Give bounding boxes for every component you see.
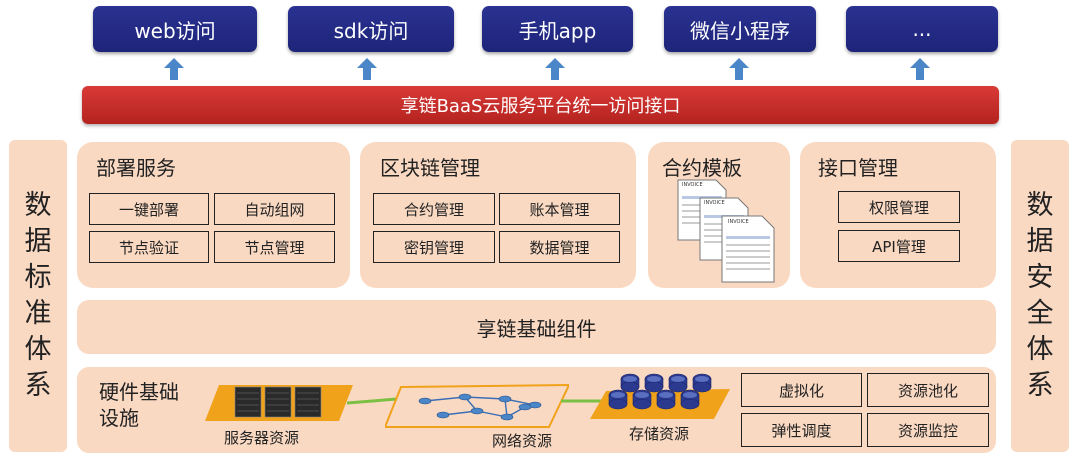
data-standard-system: 数 据 标 准 体 系 (9, 140, 67, 452)
storage-resource-label: 存储资源 (629, 425, 690, 443)
pillar-char: 安 (1026, 262, 1054, 293)
func-one-click-deploy: 一键部署 (89, 193, 209, 225)
pillar-char: 体 (24, 334, 52, 365)
access-mobile-app: 手机app (482, 6, 633, 52)
server-rack-icon (205, 385, 353, 421)
func-node-manage: 节点管理 (214, 231, 335, 263)
pillar-char: 系 (24, 370, 52, 401)
func-auto-network: 自动组网 (214, 193, 335, 225)
func-resource-pooling: 资源池化 (867, 373, 989, 407)
hardware-title-line1: 硬件基础 (99, 380, 179, 404)
network-topology-icon (385, 383, 569, 428)
func-node-verify: 节点验证 (89, 231, 209, 263)
contract-template-panel: 合约模板 INVOICE INVOICE INVO (648, 142, 790, 288)
up-arrow-icon (729, 58, 749, 80)
pillar-char: 标 (24, 262, 52, 293)
func-api-manage: API管理 (838, 230, 960, 262)
panel-title: 接口管理 (818, 156, 898, 180)
network-resource-label: 网络资源 (492, 432, 553, 450)
unified-access-gateway: 享链BaaS云服务平台统一访问接口 (82, 86, 999, 124)
access-more: ... (846, 6, 998, 52)
hardware-title-line2: 设施 (99, 406, 139, 430)
deploy-service-panel: 部署服务 一键部署 自动组网 节点验证 节点管理 (77, 142, 350, 288)
pillar-char: 系 (1026, 370, 1054, 401)
storage-disks-icon (590, 373, 730, 419)
data-security-system: 数 据 安 全 体 系 (1011, 140, 1069, 452)
pillar-char: 准 (24, 298, 52, 329)
func-data-manage: 数据管理 (499, 231, 620, 263)
pillar-char: 数 (24, 190, 52, 221)
pillar-char: 据 (24, 226, 52, 257)
func-permission-manage: 权限管理 (838, 191, 960, 223)
up-arrow-icon (164, 58, 184, 80)
access-wechat-mini-program: 微信小程序 (664, 6, 816, 52)
interface-management-panel: 接口管理 权限管理 API管理 (800, 142, 996, 288)
up-arrow-icon (545, 58, 565, 80)
hardware-title: 硬件基础 设施 (99, 379, 179, 431)
hardware-infrastructure-panel: 硬件基础 设施 服务器资源 (77, 367, 996, 453)
document-stack-icon (677, 179, 775, 283)
access-sdk: sdk访问 (288, 6, 454, 52)
panel-title: 区块链管理 (380, 156, 480, 180)
panel-title: 部署服务 (96, 156, 176, 180)
func-virtualization: 虚拟化 (741, 373, 862, 407)
func-ledger-manage: 账本管理 (499, 193, 620, 225)
func-key-manage: 密钥管理 (373, 231, 495, 263)
pillar-char: 数 (1026, 190, 1054, 221)
access-web: web访问 (93, 6, 257, 52)
up-arrow-icon (910, 58, 930, 80)
doc-header-middle: INVOICE (704, 200, 725, 206)
blockchain-management-panel: 区块链管理 合约管理 账本管理 密钥管理 数据管理 (360, 142, 636, 288)
link-line (347, 397, 397, 405)
pillar-char: 体 (1026, 334, 1054, 365)
func-elastic-scheduling: 弹性调度 (741, 413, 862, 447)
panel-title: 合约模板 (662, 156, 742, 180)
basic-components-bar: 享链基础组件 (77, 300, 996, 354)
doc-header-front: INVOICE (728, 219, 749, 225)
func-contract-manage: 合约管理 (373, 193, 495, 225)
doc-header-back: INVOICE (682, 182, 703, 188)
pillar-char: 全 (1026, 298, 1054, 329)
pillar-char: 据 (1026, 226, 1054, 257)
func-resource-monitoring: 资源监控 (867, 413, 989, 447)
server-resource-label: 服务器资源 (224, 429, 300, 447)
up-arrow-icon (357, 58, 377, 80)
